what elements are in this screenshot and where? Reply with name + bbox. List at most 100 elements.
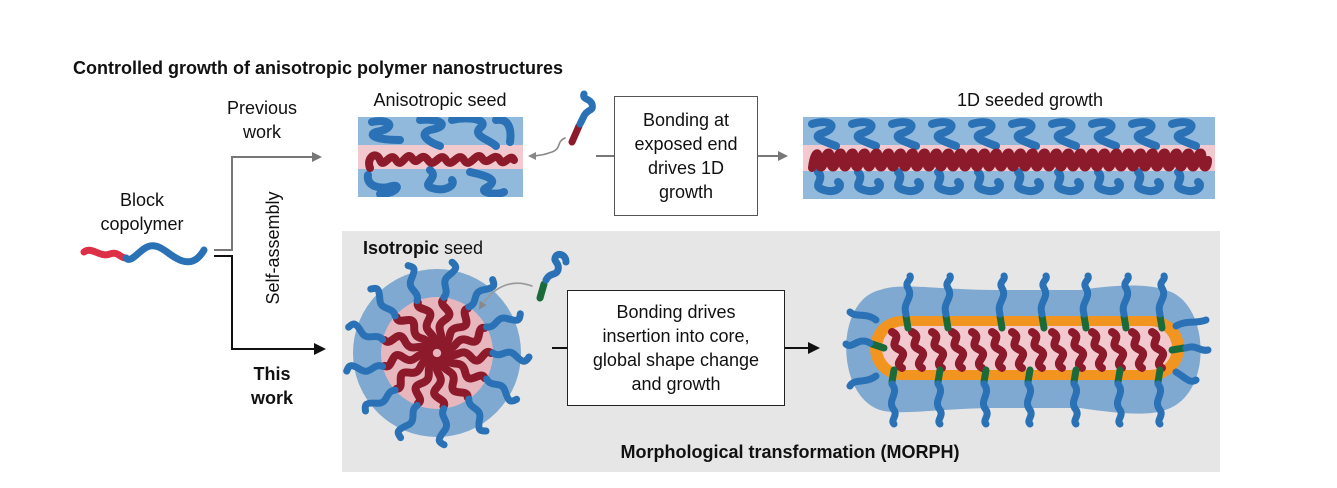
core-chain	[392, 313, 435, 352]
corona-chain	[1113, 380, 1125, 428]
bond-segment	[902, 312, 912, 332]
end-bonding-line4: growth	[658, 182, 714, 202]
bond-segment	[868, 340, 888, 352]
core-chain	[413, 298, 439, 350]
core-chain	[430, 356, 449, 411]
core-chain	[380, 350, 434, 371]
corona-chain	[489, 348, 533, 365]
corona-chain	[894, 168, 924, 195]
core-chain	[1068, 328, 1087, 372]
anisotropic-seed	[358, 117, 523, 197]
core-chain	[440, 352, 489, 383]
end-bonding-box: Bonding at exposed end drives 1D growth	[614, 96, 758, 216]
corona-chain	[814, 168, 844, 195]
previous-work-line1: Previous	[226, 98, 298, 118]
corona-chain	[343, 362, 387, 375]
core-chain	[988, 328, 1007, 372]
corona-chain	[367, 284, 399, 320]
this-work-arrow	[214, 255, 326, 355]
block-copolymer-chain	[80, 242, 208, 266]
branch-arrows	[214, 152, 326, 355]
corona-chain	[888, 118, 920, 150]
corona-chain	[842, 337, 874, 349]
isotropic-seed	[343, 258, 533, 449]
core-chain	[1008, 328, 1027, 372]
this-work-line1: This	[253, 364, 291, 384]
corona-chain	[934, 168, 964, 195]
corona-chain	[928, 118, 960, 150]
bond-segment	[942, 312, 952, 332]
isotropic-seed-label: Isotropic seed	[363, 236, 513, 260]
corona-chain	[345, 320, 387, 344]
core-chain	[437, 355, 472, 402]
corona-chain	[1155, 272, 1168, 318]
corona-chain	[846, 308, 880, 324]
corona-chain	[404, 262, 421, 305]
core-chain	[437, 304, 472, 351]
corona-chain	[901, 272, 914, 318]
unimer-previous	[528, 90, 596, 160]
core-chain	[1128, 328, 1147, 372]
previous-work-label: Previous work	[212, 96, 312, 144]
corona-chain	[1054, 168, 1084, 195]
corona-chain	[1023, 380, 1035, 428]
corona-chain	[465, 276, 498, 311]
bond-segment	[1024, 366, 1034, 386]
core-chain	[380, 332, 434, 356]
corona-chain	[483, 375, 521, 405]
bond-segment	[1114, 366, 1124, 386]
block-copolymer-line1: Block	[119, 190, 164, 210]
core-chain	[411, 356, 439, 408]
bond-segment	[1070, 366, 1080, 386]
previous-work-arrow	[214, 152, 322, 251]
bond-segment	[934, 366, 944, 386]
corona-chain	[1094, 168, 1124, 195]
corona-chain	[1172, 368, 1200, 385]
core-chain	[908, 328, 927, 372]
corona-chain	[435, 405, 451, 449]
core-chain	[392, 354, 435, 393]
core-chain	[1028, 328, 1047, 372]
corona-chain	[854, 168, 884, 195]
corona-chain	[465, 395, 490, 435]
corona-chain	[979, 380, 991, 428]
core-chain	[1108, 328, 1127, 372]
seeded-growth-label: 1D seeded growth	[956, 90, 1104, 110]
corona-chain	[1128, 118, 1160, 150]
corona-chain	[974, 168, 1004, 195]
corona-chain	[1048, 118, 1080, 150]
core-chain	[888, 328, 907, 372]
morph-cylinder	[842, 272, 1212, 428]
morph-caption: Morphological transformation (MORPH)	[620, 442, 960, 462]
isotropic-word: Isotropic	[363, 238, 440, 258]
bond-segment	[1156, 312, 1166, 332]
block-copolymer-line2: copolymer	[100, 214, 184, 234]
corona-chain	[1153, 380, 1165, 428]
anisotropic-seed-label: Anisotropic seed	[373, 90, 507, 110]
bond-segment	[1154, 366, 1164, 386]
core-chain	[434, 295, 454, 350]
core-chain	[440, 323, 489, 354]
corona-chain	[848, 118, 880, 150]
corona-chain	[440, 258, 460, 301]
corona-chain	[808, 118, 840, 150]
core-chain	[1088, 328, 1107, 372]
corona-chain	[995, 272, 1008, 318]
corona-chain	[1134, 168, 1164, 195]
core-chain	[1048, 328, 1067, 372]
corona-chain	[1079, 272, 1092, 318]
core-chain	[928, 328, 947, 372]
insertion-bonding-line3: global shape change	[592, 350, 760, 370]
core-chain	[441, 347, 495, 365]
corona-chain	[1174, 168, 1204, 195]
bond-segment	[980, 366, 990, 386]
this-work-line2: work	[250, 388, 293, 408]
core-chain	[968, 328, 987, 372]
corona-chain	[1168, 118, 1200, 150]
bond-segment	[996, 312, 1006, 332]
end-bonding-line1: Bonding at	[642, 110, 730, 130]
this-work-label: This work	[222, 362, 322, 410]
corona-chain	[1182, 343, 1212, 354]
corona-chain	[483, 310, 524, 331]
